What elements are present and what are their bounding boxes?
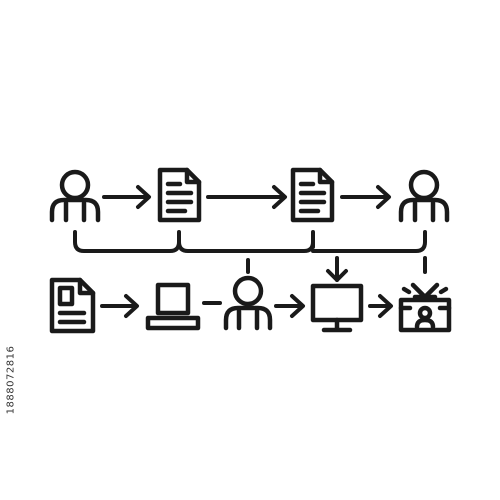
monitor-icon (310, 283, 364, 333)
arrow-right-icon (340, 185, 391, 209)
arrow-right-icon (274, 294, 305, 318)
arrow-right-icon (100, 294, 139, 318)
profile-document-icon (49, 277, 96, 334)
document-icon (290, 167, 335, 223)
stock-id-label: 1888072816 (3, 300, 19, 460)
certificate-box-icon (398, 282, 452, 333)
arrow-right-icon (102, 185, 151, 209)
connector-bracket (73, 230, 427, 253)
stock-id-text: 1888072816 (5, 345, 17, 415)
arrow-right-icon (368, 294, 393, 318)
laptop-icon (145, 282, 201, 331)
document-icon (157, 167, 202, 223)
person-icon (223, 275, 273, 331)
person-icon (398, 169, 450, 223)
person-icon (49, 169, 101, 223)
connector-drop-line (246, 256, 427, 282)
arrow-right-long-icon (206, 185, 287, 209)
